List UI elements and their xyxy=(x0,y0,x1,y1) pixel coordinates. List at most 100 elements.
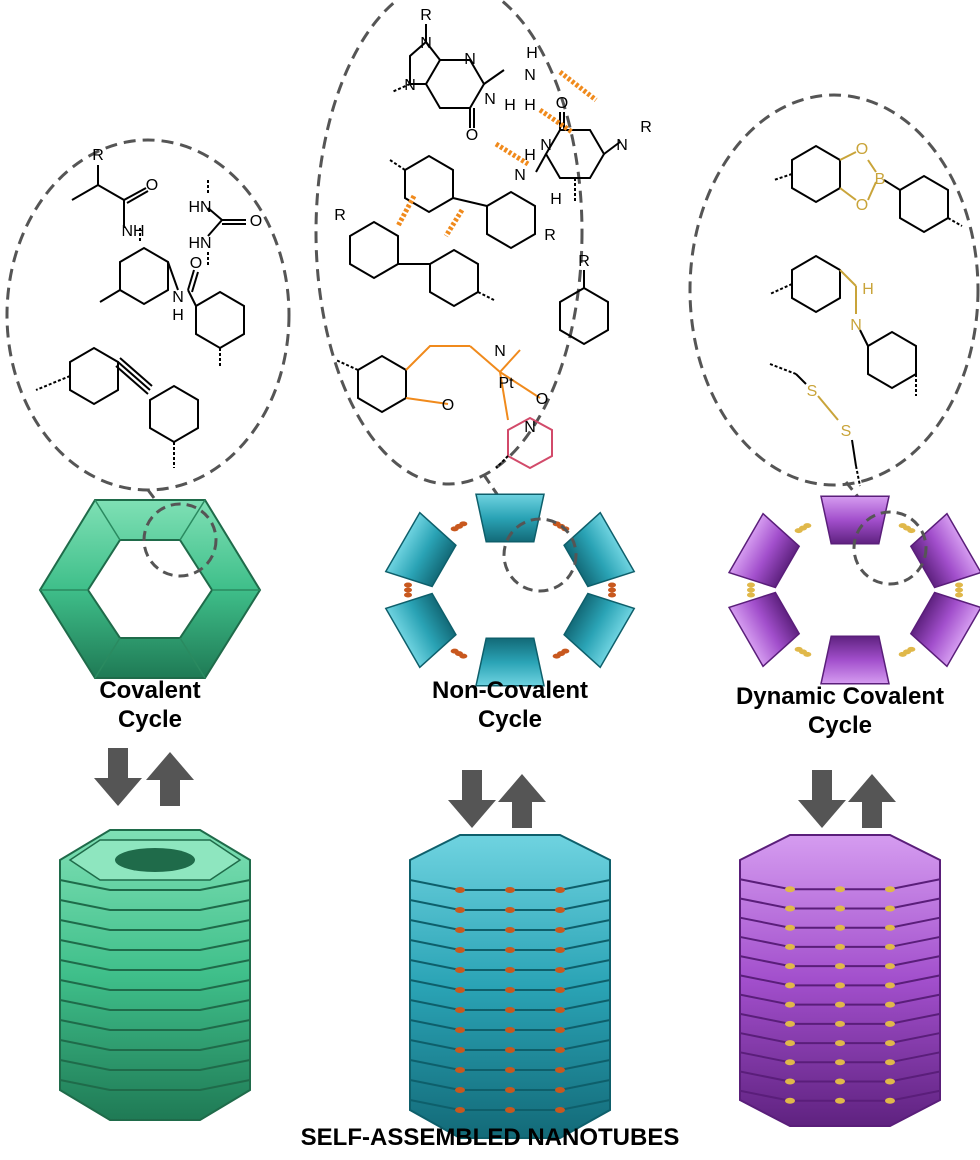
tube-linker xyxy=(885,1078,895,1085)
tube-linker xyxy=(505,907,515,913)
figure-caption: SELF-ASSEMBLED NANOTUBES xyxy=(300,1124,680,1151)
tube-linker xyxy=(555,907,565,913)
ring-linker xyxy=(561,648,570,654)
tube-linker xyxy=(835,924,845,931)
ring-segment xyxy=(475,637,545,687)
tube-linker xyxy=(455,947,465,953)
tube-linker xyxy=(885,1020,895,1027)
tube-linker xyxy=(455,1087,465,1093)
tube-linker xyxy=(555,967,565,973)
svg-text:R: R xyxy=(640,119,652,136)
tube-linker xyxy=(505,1107,515,1113)
tube-linker xyxy=(835,982,845,989)
h-bond-dashes xyxy=(395,70,598,238)
ring-segment xyxy=(563,511,636,588)
svg-text:H: H xyxy=(524,97,536,114)
tube-linker xyxy=(835,1020,845,1027)
tube-linker xyxy=(835,1078,845,1085)
ring-linker xyxy=(608,582,616,588)
ring-segment xyxy=(909,591,980,668)
svg-text:O: O xyxy=(856,141,868,158)
ring-linker xyxy=(794,528,803,534)
svg-text:N: N xyxy=(616,137,628,154)
tube-linker xyxy=(455,907,465,913)
svg-text:R: R xyxy=(92,147,104,164)
svg-text:R: R xyxy=(420,7,432,24)
non-covalent-tube-layers xyxy=(409,879,611,1113)
equilibrium-arrows-dynamic-covalent xyxy=(798,770,896,828)
tube-linker xyxy=(885,924,895,931)
svg-text:O: O xyxy=(856,197,868,214)
svg-text:N: N xyxy=(514,167,526,184)
structure-covalent xyxy=(35,165,246,468)
arrow-up-icon xyxy=(146,752,194,806)
svg-text:NH: NH xyxy=(121,223,144,240)
tube-linker xyxy=(785,1001,795,1008)
tube-linker xyxy=(555,947,565,953)
ring-segment xyxy=(563,592,636,669)
tube-linker xyxy=(505,927,515,933)
tube-linker xyxy=(555,987,565,993)
tube-linker xyxy=(835,1001,845,1008)
ring-linker xyxy=(608,587,616,593)
svg-text:R: R xyxy=(544,227,556,244)
svg-text:O: O xyxy=(556,95,568,112)
tube-linker xyxy=(455,1007,465,1013)
tube-linker xyxy=(785,905,795,912)
ring-linker xyxy=(955,582,964,588)
svg-text:N: N xyxy=(484,91,496,108)
tube-linker xyxy=(885,1001,895,1008)
zoom-ellipse-covalent xyxy=(5,138,291,531)
tube-linker xyxy=(455,1047,465,1053)
tube-linker xyxy=(785,943,795,950)
svg-text:O: O xyxy=(442,397,454,414)
ring-linker xyxy=(803,651,812,657)
non-covalent-cycle-ring xyxy=(384,493,636,687)
tube-linker xyxy=(455,927,465,933)
zoom-ellipse-dynamic-covalent xyxy=(688,93,980,525)
ring-linker xyxy=(955,592,964,598)
tube-linker xyxy=(885,905,895,912)
svg-text:R: R xyxy=(578,253,590,270)
tube-linker xyxy=(455,987,465,993)
tube-linker xyxy=(785,1078,795,1085)
tube-linker xyxy=(505,1047,515,1053)
ring-linker xyxy=(404,592,412,598)
svg-text:R: R xyxy=(334,207,346,224)
tube-linker xyxy=(555,1067,565,1073)
svg-text:N: N xyxy=(464,51,476,68)
svg-text:H: H xyxy=(550,191,562,208)
tube-linker xyxy=(555,1027,565,1033)
svg-text:H: H xyxy=(862,281,874,298)
svg-text:N: N xyxy=(172,289,184,306)
tube-linker xyxy=(455,1107,465,1113)
tube-linker xyxy=(505,1007,515,1013)
equilibrium-arrows-non-covalent xyxy=(448,770,546,828)
pt-coordination xyxy=(405,345,553,470)
tube-linker xyxy=(505,887,515,893)
svg-text:HN: HN xyxy=(188,235,211,252)
tube-linker xyxy=(505,987,515,993)
svg-text:Pt: Pt xyxy=(498,375,514,392)
svg-text:O: O xyxy=(190,255,202,272)
ring-linker xyxy=(608,592,616,598)
svg-text:H: H xyxy=(524,147,536,164)
ring-linker xyxy=(404,582,412,588)
ring-linker xyxy=(907,646,916,652)
tube-linker xyxy=(785,924,795,931)
non-covalent-nanotube xyxy=(409,834,611,1139)
tube-linker xyxy=(455,887,465,893)
ring-segment xyxy=(727,591,801,668)
svg-text:N: N xyxy=(850,317,862,334)
equilibrium-arrows-covalent xyxy=(94,748,194,806)
ring-linker xyxy=(746,592,755,598)
tube-linker xyxy=(785,1059,795,1066)
svg-text:S: S xyxy=(807,383,818,400)
svg-text:O: O xyxy=(466,127,478,144)
arrow-down-icon xyxy=(94,748,142,806)
covalent-cycle-ring xyxy=(38,499,262,679)
svg-text:HN: HN xyxy=(188,199,211,216)
